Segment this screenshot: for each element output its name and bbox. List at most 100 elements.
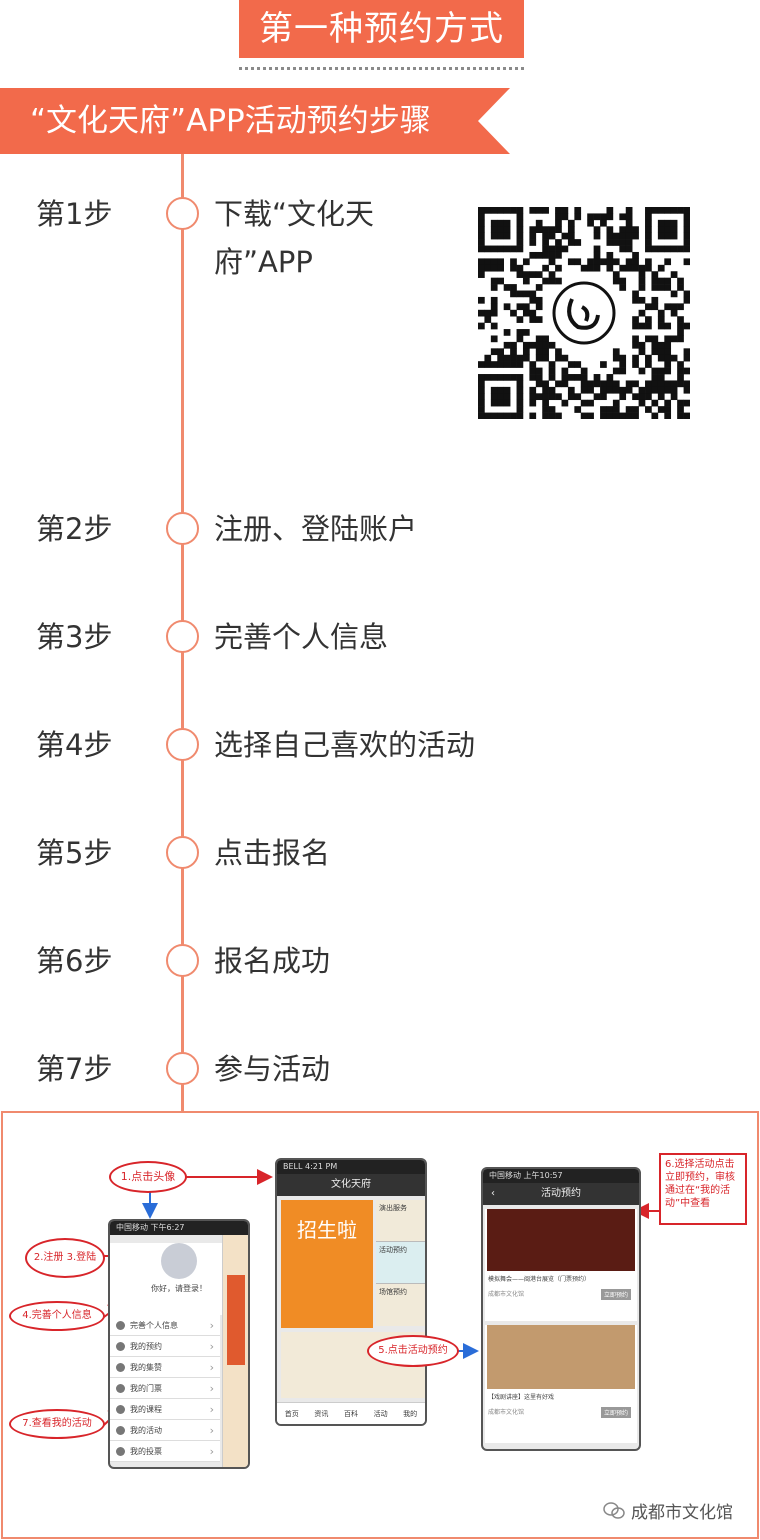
qr-module [478, 271, 485, 278]
qr-module [664, 367, 672, 375]
recruit-poster[interactable]: 招生啦 [281, 1200, 373, 1328]
book-now-button[interactable]: 立即预约 [600, 1289, 631, 1300]
qr-module [593, 258, 601, 266]
side-tab[interactable]: 演出服务 [376, 1200, 425, 1242]
qr-module [567, 393, 575, 401]
qr-module [651, 284, 659, 291]
qr-module [683, 226, 691, 233]
qr-logo-mark [567, 298, 600, 330]
qr-module [593, 393, 601, 401]
qr-module [612, 239, 620, 246]
menu-item[interactable]: 我的课程 [110, 1399, 220, 1420]
qr-module [567, 239, 575, 246]
activity-card[interactable]: 模拟舞会——闽港台展览（门票预约） 立即预约 成都市文化馆 [485, 1209, 637, 1321]
qr-module [484, 316, 492, 323]
step-text: 点击报名 [214, 836, 331, 870]
timeline-node [166, 512, 199, 545]
menu-item[interactable]: 我的活动 [110, 1420, 220, 1441]
qr-module [677, 207, 684, 214]
qr-module [612, 412, 620, 420]
qr-module [503, 412, 511, 420]
qr-module [516, 271, 524, 278]
side-tab[interactable]: 场馆预约 [376, 1284, 425, 1326]
qr-module [632, 393, 639, 401]
qr-module [645, 393, 652, 401]
timeline-node [166, 620, 199, 653]
qr-module [567, 232, 575, 240]
step-text: 选择自己喜欢的活动 [214, 728, 476, 762]
qr-module [522, 348, 530, 356]
qr-module [516, 239, 524, 246]
qr-module [503, 219, 511, 227]
qr-module [535, 271, 543, 278]
qr-module [516, 393, 524, 401]
qr-module [548, 361, 556, 368]
login-greeting[interactable]: 你好，请登录！ [151, 1284, 207, 1293]
tab-activity[interactable]: 活动 [373, 1410, 388, 1418]
qr-module [555, 226, 562, 233]
qr-module [529, 386, 537, 394]
qr-module [664, 348, 672, 356]
qr-module [677, 329, 684, 336]
qr-module [593, 374, 601, 381]
qr-module [651, 207, 659, 214]
qr-module [645, 264, 652, 272]
qr-module [535, 374, 543, 381]
qr-module [632, 380, 639, 388]
qr-module [567, 219, 575, 227]
qr-module [555, 393, 562, 401]
qr-module [555, 354, 562, 362]
qr-module [497, 277, 504, 285]
activity-card[interactable]: 【戏剧讲座】这里有好戏 立即预约 成都市文化馆 [485, 1325, 637, 1443]
avatar[interactable] [161, 1243, 197, 1279]
qr-module [548, 258, 556, 266]
menu-item[interactable]: 我的集赞 [110, 1357, 220, 1378]
qr-module [516, 264, 524, 272]
qr-module [625, 245, 633, 253]
qr-module [516, 316, 524, 323]
qr-module [683, 239, 691, 246]
back-icon[interactable]: ‹ [491, 1188, 495, 1199]
qr-module [657, 393, 665, 401]
qr-module [645, 239, 652, 246]
tab-mine[interactable]: 我的 [403, 1410, 418, 1418]
qr-module [490, 219, 498, 227]
qr-module [645, 219, 652, 227]
qr-module [484, 309, 492, 317]
tab-wiki[interactable]: 百科 [343, 1410, 358, 1418]
qr-module [580, 374, 588, 381]
menu-item[interactable]: 我的投票 [110, 1441, 220, 1462]
title-divider [239, 67, 524, 70]
annotation-tap-avatar: 1.点击头像 [109, 1161, 187, 1193]
qr-module [548, 277, 556, 285]
qr-module [606, 406, 614, 413]
banner-shape [0, 88, 510, 154]
activity-image [487, 1209, 635, 1271]
qr-module [548, 251, 556, 259]
qr-module [683, 219, 691, 227]
book-now-button[interactable]: 立即预约 [600, 1407, 631, 1418]
qr-module [574, 374, 582, 381]
side-tab[interactable]: 活动预约 [376, 1242, 425, 1284]
qr-module [542, 406, 549, 413]
qr-module [529, 309, 537, 317]
qr-module [677, 245, 684, 253]
qr-module [478, 207, 485, 214]
qr-module [567, 374, 575, 381]
qr-module [497, 412, 504, 420]
qr-module [529, 412, 537, 420]
qr-module [535, 354, 543, 362]
qr-module [574, 207, 582, 214]
step-3: 第3步 完善个人信息 [0, 620, 760, 680]
qr-module [484, 207, 492, 214]
qr-module [478, 264, 485, 272]
qr-module [683, 322, 691, 330]
tab-news[interactable]: 资讯 [314, 1410, 329, 1418]
qr-module [651, 367, 659, 375]
qr-module [657, 374, 665, 381]
menu-item[interactable]: 我的门票 [110, 1378, 220, 1399]
tab-home[interactable]: 首页 [284, 1410, 299, 1418]
qr-module [529, 296, 537, 304]
menu-item[interactable]: 我的预约 [110, 1336, 220, 1357]
menu-item[interactable]: 完善个人信息 [110, 1315, 220, 1336]
